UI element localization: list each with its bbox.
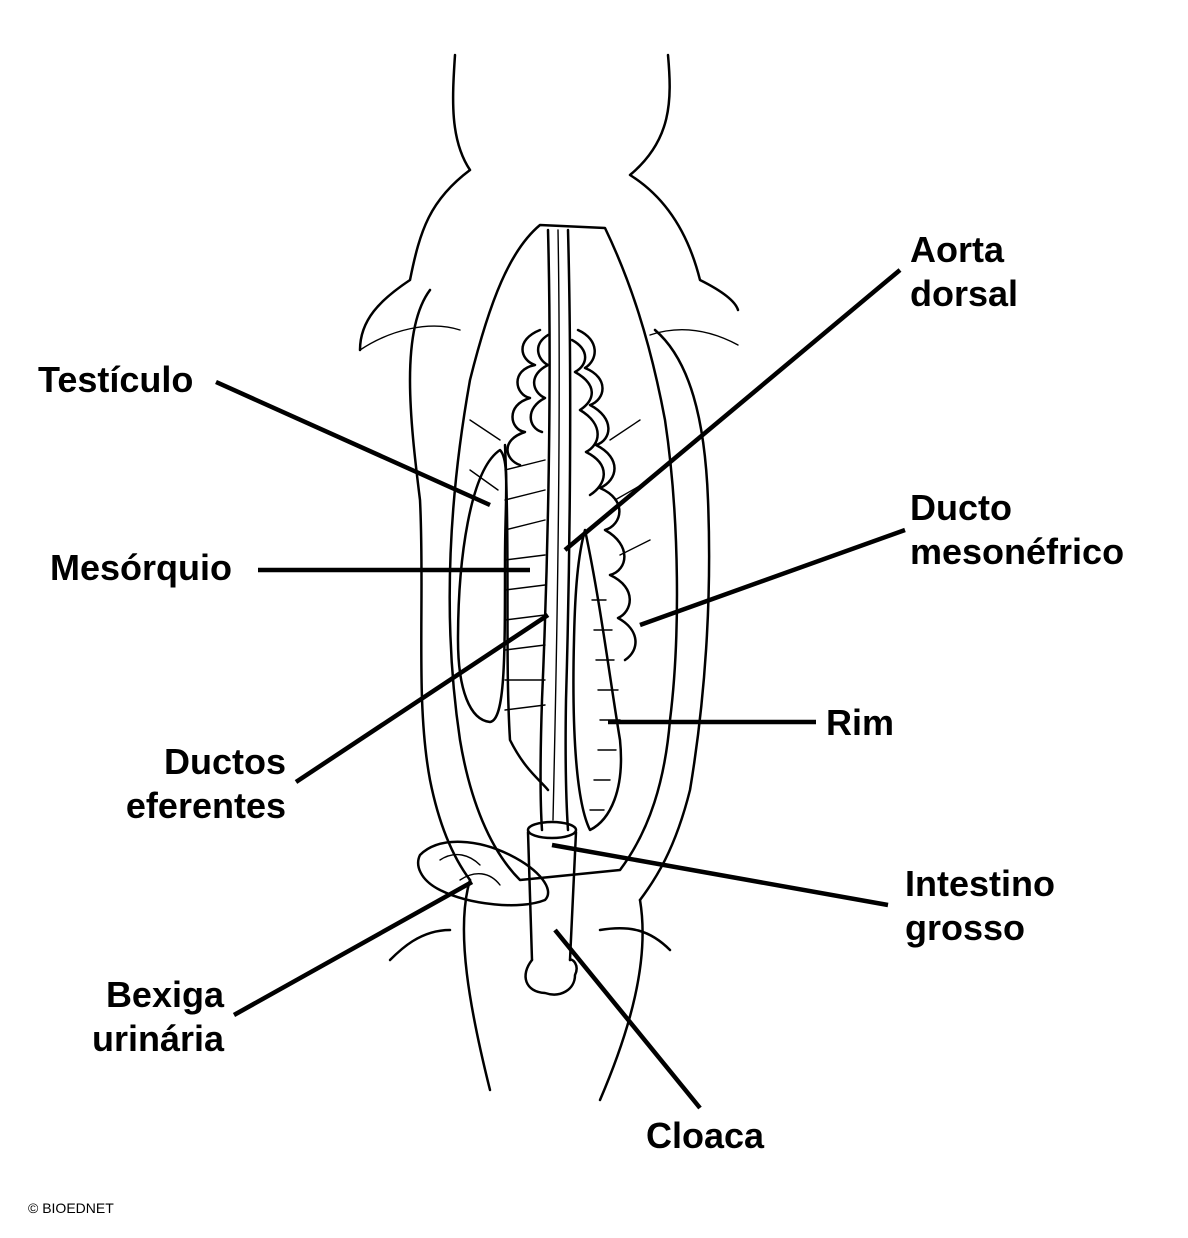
rim-drawing bbox=[572, 528, 623, 832]
mesorquio-drawing bbox=[503, 443, 550, 792]
bexiga-urinaria-drawing bbox=[416, 840, 550, 907]
label-testiculo: Testículo bbox=[38, 359, 194, 400]
label-ducto-mesonefrico-line1: Ducto bbox=[910, 487, 1012, 528]
label-aorta-dorsal-line1: Aorta bbox=[910, 229, 1005, 270]
label-rim: Rim bbox=[826, 702, 895, 743]
leader-lines bbox=[215, 268, 906, 1110]
label-ducto-mesonefrico: Ducto mesonéfrico bbox=[910, 486, 1124, 574]
leader-testiculo bbox=[215, 379, 491, 508]
label-bexiga-urinaria-line2: urinária bbox=[91, 1018, 224, 1059]
leader-ducto-mesonefrico bbox=[639, 527, 906, 628]
label-ductos-eferentes: Ductos eferentes bbox=[100, 740, 286, 828]
label-intestino-grosso-line2: grosso bbox=[905, 907, 1026, 948]
label-ductos-eferentes-line2: eferentes bbox=[125, 785, 286, 826]
aorta-dorsal-drawing bbox=[539, 228, 572, 832]
label-intestino-grosso-line1: Intestino bbox=[905, 863, 1055, 904]
leader-ductos-eferentes bbox=[294, 613, 550, 784]
label-bexiga-urinaria: Bexiga urinária bbox=[60, 973, 224, 1061]
label-bexiga-urinaria-line1: Bexiga bbox=[105, 974, 224, 1015]
copyright-credit: © BIOEDNET bbox=[28, 1200, 114, 1216]
label-intestino-grosso: Intestino grosso bbox=[905, 862, 1055, 950]
leader-intestino-grosso bbox=[551, 842, 889, 908]
leader-cloaca bbox=[553, 928, 702, 1110]
leader-bexiga-urinaria bbox=[232, 880, 474, 1017]
label-ducto-mesonefrico-line2: mesonéfrico bbox=[910, 531, 1125, 572]
label-ductos-eferentes-line1: Ductos bbox=[163, 741, 286, 782]
label-aorta-dorsal-line2: dorsal bbox=[910, 273, 1019, 314]
leader-aorta bbox=[563, 268, 902, 552]
intestino-grosso-drawing bbox=[526, 820, 578, 962]
label-cloaca: Cloaca bbox=[646, 1115, 765, 1156]
body-cavity bbox=[448, 223, 679, 882]
left-coiled-duct bbox=[506, 328, 550, 467]
ducto-mesonefrico-drawing bbox=[570, 328, 637, 662]
label-aorta-dorsal: Aorta dorsal bbox=[910, 228, 1018, 316]
body-outline bbox=[358, 53, 740, 1102]
label-mesorquio: Mesórquio bbox=[50, 547, 233, 588]
cloaca-drawing bbox=[524, 958, 578, 996]
testiculo-drawing bbox=[456, 448, 508, 724]
